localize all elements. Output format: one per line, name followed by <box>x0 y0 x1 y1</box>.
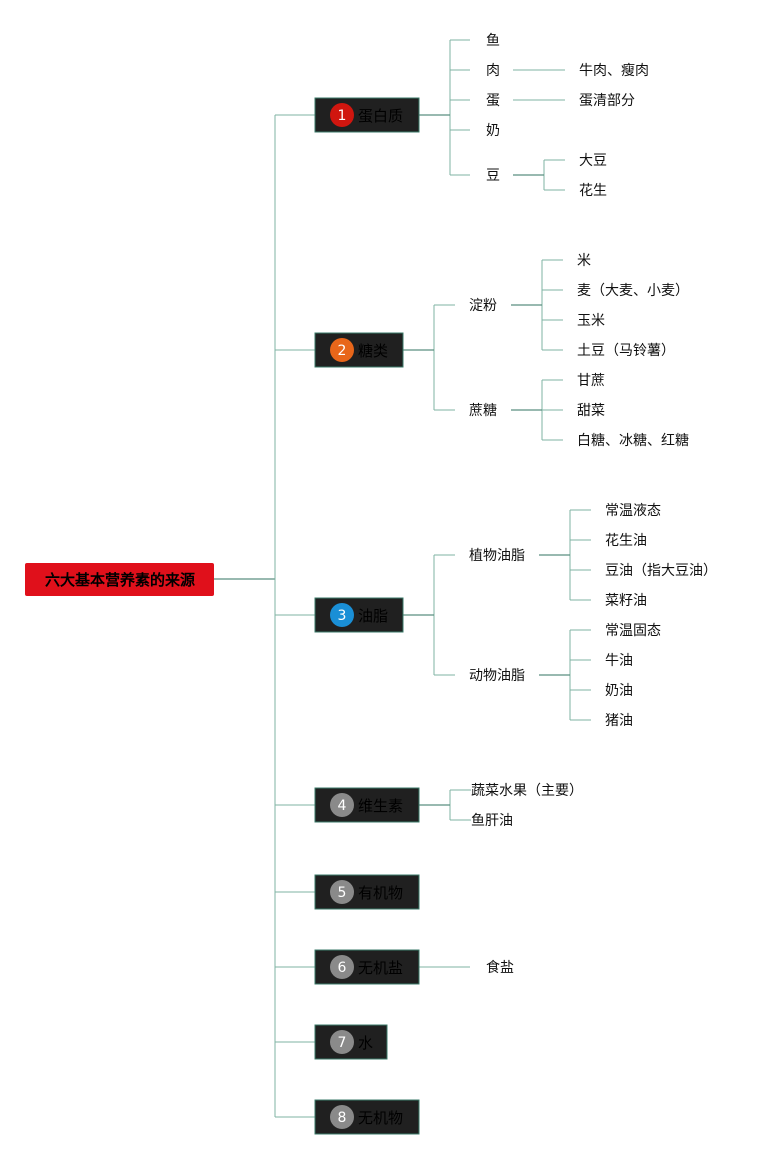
number-badge-label: 3 <box>338 608 347 624</box>
connector-lines <box>214 39 591 1118</box>
protein-source-item[interactable]: 鱼 <box>486 32 500 49</box>
number-badge-icon <box>330 880 354 904</box>
starch-source-item[interactable]: 土豆（马铃薯） <box>577 343 675 359</box>
number-badge-label: 4 <box>338 798 347 814</box>
animal-fat-item[interactable]: 奶油 <box>605 683 633 699</box>
number-badge-icon <box>330 1105 354 1129</box>
topic-label: 水 <box>358 1034 373 1052</box>
protein-source-item[interactable]: 肉 <box>486 63 500 79</box>
number-badge-label: 6 <box>338 960 347 976</box>
vitamin-source-item[interactable]: 蔬菜水果（主要） <box>471 783 583 799</box>
topic-box <box>314 332 404 368</box>
protein-source-item[interactable]: 豆 <box>486 168 500 184</box>
number-badge-icon <box>330 1030 354 1054</box>
protein-detail-item[interactable]: 蛋清部分 <box>579 93 635 109</box>
starch-source-item[interactable]: 麦（大麦、小麦） <box>577 283 689 299</box>
number-badge-icon <box>330 338 354 362</box>
plant-oil-item[interactable]: 菜籽油 <box>605 593 647 609</box>
protein-detail-item[interactable]: 花生 <box>579 183 607 199</box>
root-node[interactable]: 六大基本营养素的来源 <box>25 563 214 596</box>
sugar-category-item[interactable]: 淀粉 <box>469 298 497 314</box>
starch-source-item[interactable]: 米 <box>577 253 591 269</box>
animal-fat-item[interactable]: 猪油 <box>605 713 633 729</box>
topic-node-8[interactable]: 8 无机物 <box>314 1099 420 1135</box>
number-badge-label: 8 <box>338 1110 347 1126</box>
number-badge-label: 7 <box>338 1035 347 1051</box>
sugar-category-item[interactable]: 蔗糖 <box>469 403 497 419</box>
plant-oil-item[interactable]: 豆油（指大豆油） <box>605 563 717 579</box>
topic-node-1[interactable]: 1 蛋白质 <box>314 97 420 133</box>
root-node-label: 六大基本营养素的来源 <box>45 571 195 589</box>
protein-detail-item[interactable]: 大豆 <box>579 153 607 169</box>
topic-label: 糖类 <box>358 342 388 360</box>
number-badge-label: 1 <box>338 108 347 124</box>
root-node-box <box>25 563 214 596</box>
topic-label: 维生素 <box>358 797 403 815</box>
number-badge-label: 2 <box>338 343 347 359</box>
protein-source-item[interactable]: 奶 <box>486 123 500 139</box>
fat-category-item[interactable]: 动物油脂 <box>469 668 525 684</box>
number-badge-icon <box>330 603 354 627</box>
sucrose-source-item[interactable]: 白糖、冰糖、红糖 <box>577 433 689 449</box>
plant-oil-item[interactable]: 常温液态 <box>605 503 661 519</box>
topic-label: 无机物 <box>358 1109 403 1127</box>
vitamin-source-item[interactable]: 鱼肝油 <box>471 812 513 829</box>
topic-node-3[interactable]: 3 油脂 <box>314 597 404 633</box>
topic-node-5[interactable]: 5 有机物 <box>314 874 420 910</box>
sucrose-source-item[interactable]: 甜菜 <box>577 403 605 419</box>
animal-fat-item[interactable]: 常温固态 <box>605 623 661 639</box>
number-badge-icon <box>330 955 354 979</box>
number-badge-icon <box>330 103 354 127</box>
protein-detail-item[interactable]: 牛肉、瘦肉 <box>579 62 649 79</box>
sucrose-source-item[interactable]: 甘蔗 <box>577 373 605 389</box>
protein-source-item[interactable]: 蛋 <box>486 93 500 109</box>
topic-node-2[interactable]: 2 糖类 <box>314 332 404 368</box>
topic-node-6[interactable]: 6 无机盐 <box>314 949 420 985</box>
topic-box <box>314 597 404 633</box>
fat-category-item[interactable]: 植物油脂 <box>469 548 525 564</box>
plant-oil-item[interactable]: 花生油 <box>605 533 647 549</box>
starch-source-item[interactable]: 玉米 <box>577 313 605 329</box>
salt-source-item[interactable]: 食盐 <box>486 959 514 976</box>
topic-label: 无机盐 <box>358 959 403 977</box>
animal-fat-item[interactable]: 牛油 <box>605 653 633 669</box>
topic-node-4[interactable]: 4 维生素 <box>314 787 420 823</box>
number-badge-label: 5 <box>338 885 347 901</box>
number-badge-icon <box>330 793 354 817</box>
topic-label: 蛋白质 <box>358 107 403 125</box>
topic-label: 有机物 <box>358 884 403 902</box>
topic-label: 油脂 <box>358 607 388 625</box>
